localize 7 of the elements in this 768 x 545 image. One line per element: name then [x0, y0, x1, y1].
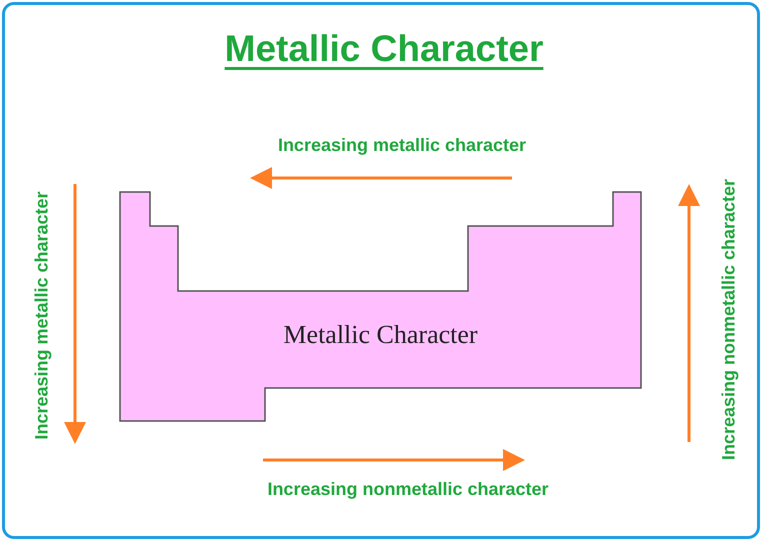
- direction-label: Increasing metallic character: [276, 135, 528, 156]
- direction-label: Increasing metallic character: [32, 190, 52, 442]
- direction-label: Increasing nonmetallic character: [718, 178, 740, 462]
- direction-label: Increasing nonmetallic character: [266, 479, 550, 500]
- periodic-table-outline: [120, 192, 641, 421]
- table-label: Metallic Character: [282, 320, 479, 350]
- title: Metallic Character: [224, 28, 544, 69]
